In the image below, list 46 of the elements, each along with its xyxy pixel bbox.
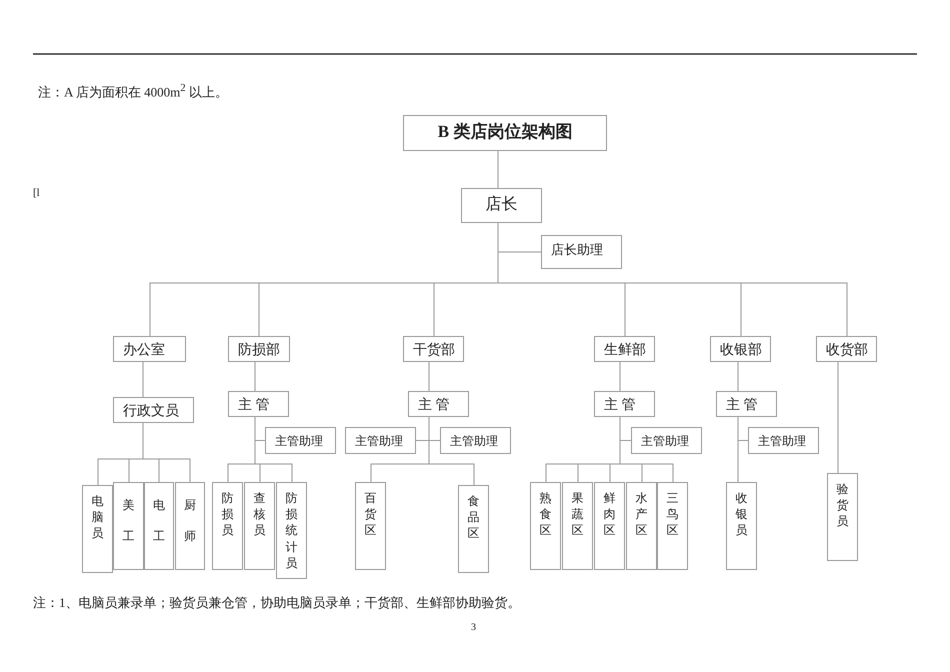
position-box: 生鲜部 <box>594 336 655 362</box>
connector-line <box>620 416 674 482</box>
position-box: 店长助理 <box>541 235 622 269</box>
position-box: 查核员 <box>244 482 275 570</box>
position-box: 干货部 <box>403 336 464 362</box>
position-box: 办公室 <box>113 336 186 362</box>
connector-line <box>254 416 292 482</box>
position-box: 熟食区 <box>530 482 561 570</box>
connector-line <box>428 416 474 486</box>
connector-line <box>142 362 144 398</box>
note: 注：1、电脑员兼录单；验货员兼仓管，协助电脑员录单；干货部、生鲜部协助验货。 <box>33 594 520 612</box>
position-box: 主 管 <box>228 391 289 417</box>
position-box: 鲜肉区 <box>594 482 625 570</box>
position-box: 防损员 <box>212 482 243 570</box>
position-box: 果蔬区 <box>562 482 593 570</box>
position-box: 美工 <box>113 482 144 570</box>
position-box: 收银部 <box>710 336 771 362</box>
position-box: 主管助理 <box>345 427 416 454</box>
position-box: 食品区 <box>458 485 489 573</box>
note: 注：A 店为面积在 4000m$^{2}$ 以上。 <box>38 82 228 102</box>
position-box: 主管助理 <box>748 427 819 454</box>
position-box: 验货员 <box>827 473 858 561</box>
position-box: 行政文员 <box>113 397 194 423</box>
position-box: 店长 <box>461 188 542 223</box>
position-box: 主管助理 <box>440 427 511 454</box>
connector-line <box>428 362 430 392</box>
position-box: 防损统计员 <box>276 482 307 579</box>
position-box: 主管助理 <box>265 427 336 454</box>
position-box: 三鸟区 <box>657 482 688 570</box>
position-box: 收货部 <box>816 336 877 362</box>
title-box: B 类店岗位架构图 <box>403 115 607 151</box>
connector-line <box>254 362 256 392</box>
position-box: 收银员 <box>726 482 757 570</box>
position-box: 主 管 <box>408 391 469 417</box>
position-box: 电工 <box>144 482 174 570</box>
position-box: 水产区 <box>626 482 657 570</box>
position-box: 厨师 <box>175 482 205 570</box>
position-box: 防损部 <box>228 336 290 362</box>
page-number: 3 <box>471 622 476 633</box>
position-box: 主管助理 <box>631 427 702 454</box>
position-box: 电脑员 <box>82 485 113 573</box>
bracket-mark: [l <box>33 187 40 199</box>
position-box: 主 管 <box>716 391 777 417</box>
position-box: 主 管 <box>594 391 655 417</box>
position-box: 百货区 <box>355 482 386 570</box>
connector-line <box>142 422 190 482</box>
